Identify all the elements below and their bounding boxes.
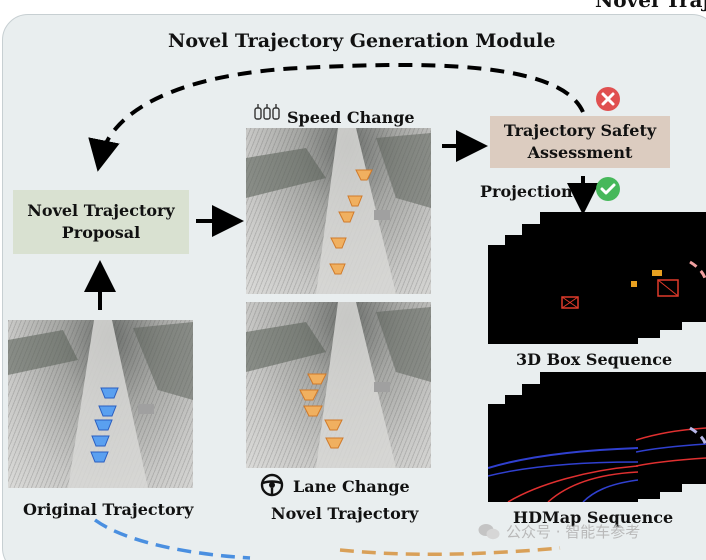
steering-wheel-icon (260, 473, 284, 497)
speed-change-label: Speed Change (287, 108, 415, 127)
accept-check-icon (596, 177, 620, 201)
box-sequence-overlay-boxes (652, 270, 679, 297)
speed-change-lidar-drawing (246, 128, 431, 294)
lane-change-lidar-image (246, 302, 431, 468)
hdmap-overlay-lines (636, 427, 706, 467)
original-lidar-drawing (8, 320, 193, 488)
reject-x-icon (596, 87, 620, 111)
proposal-line-1: Novel Trajectory (27, 201, 175, 220)
module-title: Novel Trajectory Generation Module (168, 30, 556, 52)
hdmap-frame-front (487, 404, 639, 503)
speedometer-icon (254, 104, 280, 120)
watermark: 公众号 · 智能车参考 (478, 521, 640, 542)
box-sequence-frame-front (488, 245, 638, 344)
trajectory-safety-assessment-box: Trajectory Safety Assessment (490, 116, 670, 168)
lane-change-lidar-drawing (246, 302, 431, 468)
hdmap-sequence-label: HDMap Sequence (513, 508, 674, 527)
safety-line-2: Assessment (527, 143, 633, 162)
novel-trajectory-label: Novel Trajectory (271, 504, 419, 523)
original-trajectory-lidar-image (8, 320, 193, 488)
clipped-header-title: Novel Traj (595, 0, 706, 12)
watermark-text: 公众号 · 智能车参考 (506, 523, 641, 541)
hdmap-drawing (487, 447, 639, 503)
wechat-icon (478, 523, 500, 539)
speed-change-lidar-image (246, 128, 431, 294)
novel-trajectory-proposal-box: Novel Trajectory Proposal (13, 190, 189, 254)
box-sequence-drawing (561, 281, 637, 309)
proposal-line-2: Proposal (61, 223, 141, 242)
original-trajectory-label: Original Trajectory (23, 500, 194, 519)
lane-change-label: Lane Change (293, 477, 410, 496)
safety-line-1: Trajectory Safety (503, 121, 657, 140)
box-sequence-label: 3D Box Sequence (516, 350, 673, 369)
projection-label: Projection (480, 182, 573, 201)
